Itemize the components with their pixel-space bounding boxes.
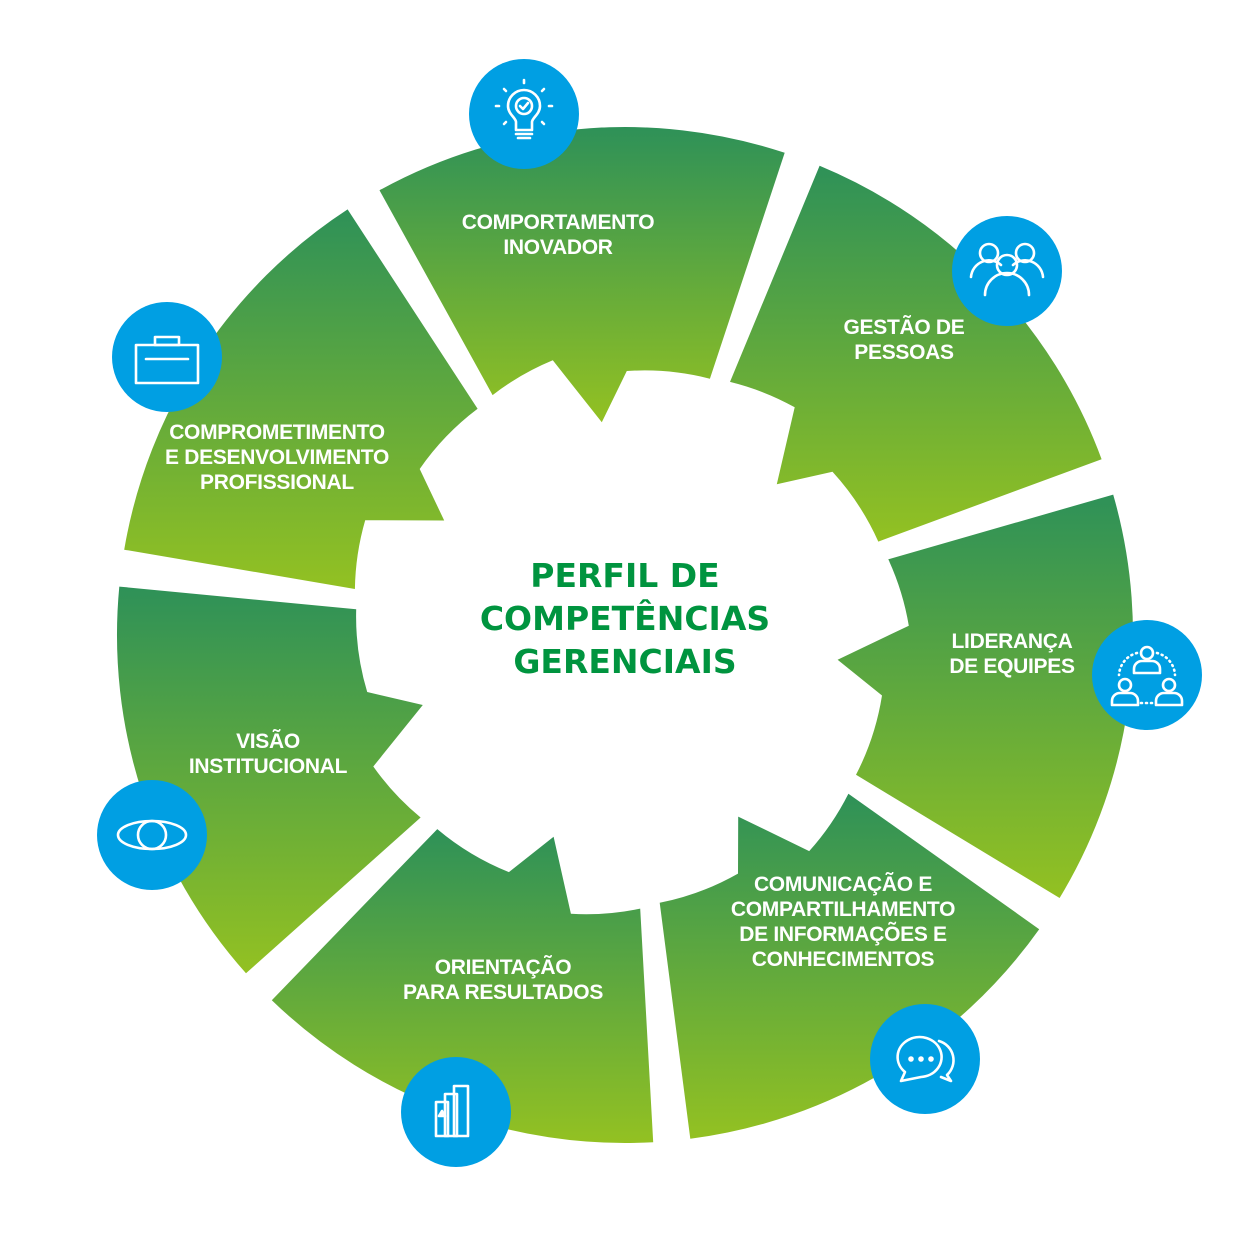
segment-label-line: INOVADOR: [503, 236, 612, 259]
briefcase-icon: [112, 302, 222, 412]
icon-circle: [97, 780, 207, 890]
chat-bubbles-icon: [870, 1004, 980, 1114]
center-title-line-1: PERFIL DE: [530, 556, 719, 595]
segment-label-line: COMUNICAÇÃO E: [754, 873, 932, 896]
segment-label-line: VISÃO: [236, 730, 300, 753]
segment-comunicacao: [659, 793, 1040, 1139]
center-title: PERFIL DE COMPETÊNCIAS GERENCIAIS: [480, 556, 770, 681]
segment-label-line: INSTITUCIONAL: [189, 755, 348, 778]
icons-layer: [97, 59, 1202, 1167]
lightbulb-check-icon-glyph: [494, 78, 554, 140]
bar-chart-icon: [401, 1057, 511, 1167]
segment-label-line: PESSOAS: [854, 341, 954, 364]
segment-lideranca-de-equipes: [837, 494, 1133, 898]
eye-icon: [97, 780, 207, 890]
segment-label-line: PROFISSIONAL: [200, 471, 354, 494]
segment-label-line: COMPORTAMENTO: [462, 211, 654, 234]
segment-label-line: PARA RESULTADOS: [403, 981, 603, 1004]
center-title-line-2: COMPETÊNCIAS: [480, 598, 770, 638]
segment-label-line: LIDERANÇA: [952, 630, 1073, 653]
bar-chart-icon-glyph: [434, 1084, 470, 1138]
segment-comportamento-inovador: [379, 127, 785, 423]
briefcase-icon-glyph: [134, 335, 200, 385]
icon-circle: [112, 302, 222, 412]
segment-label-line: DE INFORMAÇÕES E: [739, 922, 947, 946]
segment-label-line: GESTÃO DE: [844, 316, 965, 339]
segments-layer: [116, 127, 1133, 1143]
eye-icon-glyph: [116, 819, 188, 851]
segment-label-line: E DESENVOLVIMENTO: [165, 446, 389, 469]
segment-visao-institucional: [116, 586, 423, 974]
lightbulb-check-icon: [469, 59, 579, 169]
center-title-line-3: GERENCIAIS: [513, 642, 736, 681]
icon-circle: [870, 1004, 980, 1114]
segment-comprometimento: [124, 209, 478, 589]
chat-bubbles-icon-glyph: [896, 1035, 955, 1083]
segment-orientacao-para-resultados: [271, 829, 654, 1143]
segment-gestao-de-pessoas: [730, 165, 1102, 542]
team-network-icon-glyph: [1110, 645, 1184, 707]
segment-label-line: DE EQUIPES: [949, 655, 1075, 678]
segment-label-line: COMPROMETIMENTO: [169, 421, 385, 444]
icon-circle: [952, 216, 1062, 326]
icon-circle: [1092, 620, 1202, 730]
segment-label-line: ORIENTAÇÃO: [435, 956, 572, 979]
segment-label-line: COMPARTILHAMENTO: [731, 898, 955, 921]
segment-label-line: CONHECIMENTOS: [752, 948, 935, 971]
team-network-icon: [1092, 620, 1202, 730]
people-group-icon: [952, 216, 1062, 326]
people-group-icon-glyph: [969, 242, 1045, 297]
